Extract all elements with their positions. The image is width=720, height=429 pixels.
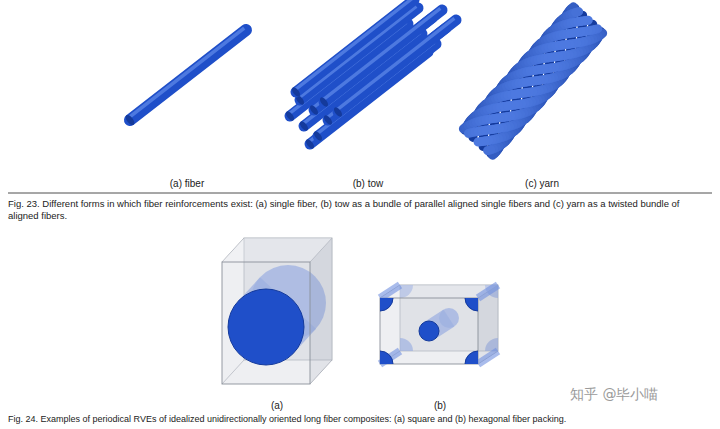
subfigure-label: (c) yarn xyxy=(525,178,559,189)
yarn-fiber xyxy=(574,28,578,37)
fiber-section xyxy=(419,321,439,341)
fiber-rod xyxy=(338,20,456,112)
yarn-fiber xyxy=(479,129,488,133)
fiber-end xyxy=(290,86,301,98)
yarn-fiber xyxy=(571,7,573,9)
yarn-fiber xyxy=(541,64,545,73)
fiber-end xyxy=(284,110,295,122)
box-front-face xyxy=(380,298,478,364)
fiber-end xyxy=(298,120,309,132)
yarn-fiber xyxy=(563,40,567,49)
yarn-fiber xyxy=(485,125,489,134)
fiber-highlight xyxy=(336,18,454,110)
box-side-face xyxy=(310,238,332,384)
yarn-fiber xyxy=(508,101,512,110)
figure-caption: Fig. 24. Examples of periodical RVEs of … xyxy=(8,414,712,426)
fiber-section xyxy=(228,289,304,365)
subfigure-label: (b) tow xyxy=(353,178,384,189)
fiber-end xyxy=(318,96,329,108)
fiber-rod xyxy=(130,30,246,120)
yarn-fiber xyxy=(496,113,500,122)
yarn-fiber xyxy=(487,148,497,151)
watermark: 知乎 @毕小喵 xyxy=(570,386,658,404)
fiber-body xyxy=(478,285,498,298)
fiber-end xyxy=(322,114,333,126)
box-top-face xyxy=(380,285,498,298)
subfigure-label: (a) xyxy=(271,400,283,411)
yarn-fiber xyxy=(478,137,482,146)
fiber-body xyxy=(478,351,498,364)
fiber-end xyxy=(332,106,343,118)
fiber-end xyxy=(124,113,136,126)
yarn-fiber xyxy=(585,16,589,25)
subfigure-label: (b) xyxy=(434,400,446,411)
fiber-highlight xyxy=(298,6,416,98)
fiber-section xyxy=(380,298,393,311)
yarn-fiber xyxy=(530,77,534,86)
figure-caption: Fig. 23. Different forms in which fiber … xyxy=(8,198,712,223)
yarn-fiber xyxy=(552,52,556,61)
subfigure-label: (a) fiber xyxy=(170,178,204,189)
yarn-fiber xyxy=(501,104,510,108)
rve-boxes xyxy=(222,238,511,384)
fiber-section xyxy=(465,298,478,311)
yarn-fiber xyxy=(519,89,523,98)
yarn-fiber xyxy=(479,139,488,143)
fiber-section xyxy=(465,351,478,364)
box-side-face xyxy=(478,285,498,364)
fiber-end xyxy=(308,104,319,116)
yarn-fiber xyxy=(488,145,491,155)
yarn-fiber xyxy=(569,11,579,14)
fiber-section xyxy=(380,351,393,364)
fiber-rod xyxy=(324,10,442,102)
box-front-face xyxy=(222,262,310,384)
rule-line xyxy=(8,193,712,194)
fiber-rod xyxy=(300,8,418,100)
yarn-fiber xyxy=(512,92,521,96)
fiber-end xyxy=(304,138,315,150)
fiber-highlight xyxy=(128,28,244,118)
yarn-fiber xyxy=(490,117,499,121)
fiber-end xyxy=(312,130,323,142)
fiber-body xyxy=(380,285,400,298)
yarn-fiber xyxy=(576,7,579,17)
fiber-highlight xyxy=(322,8,440,100)
fiber-forms xyxy=(124,0,603,155)
